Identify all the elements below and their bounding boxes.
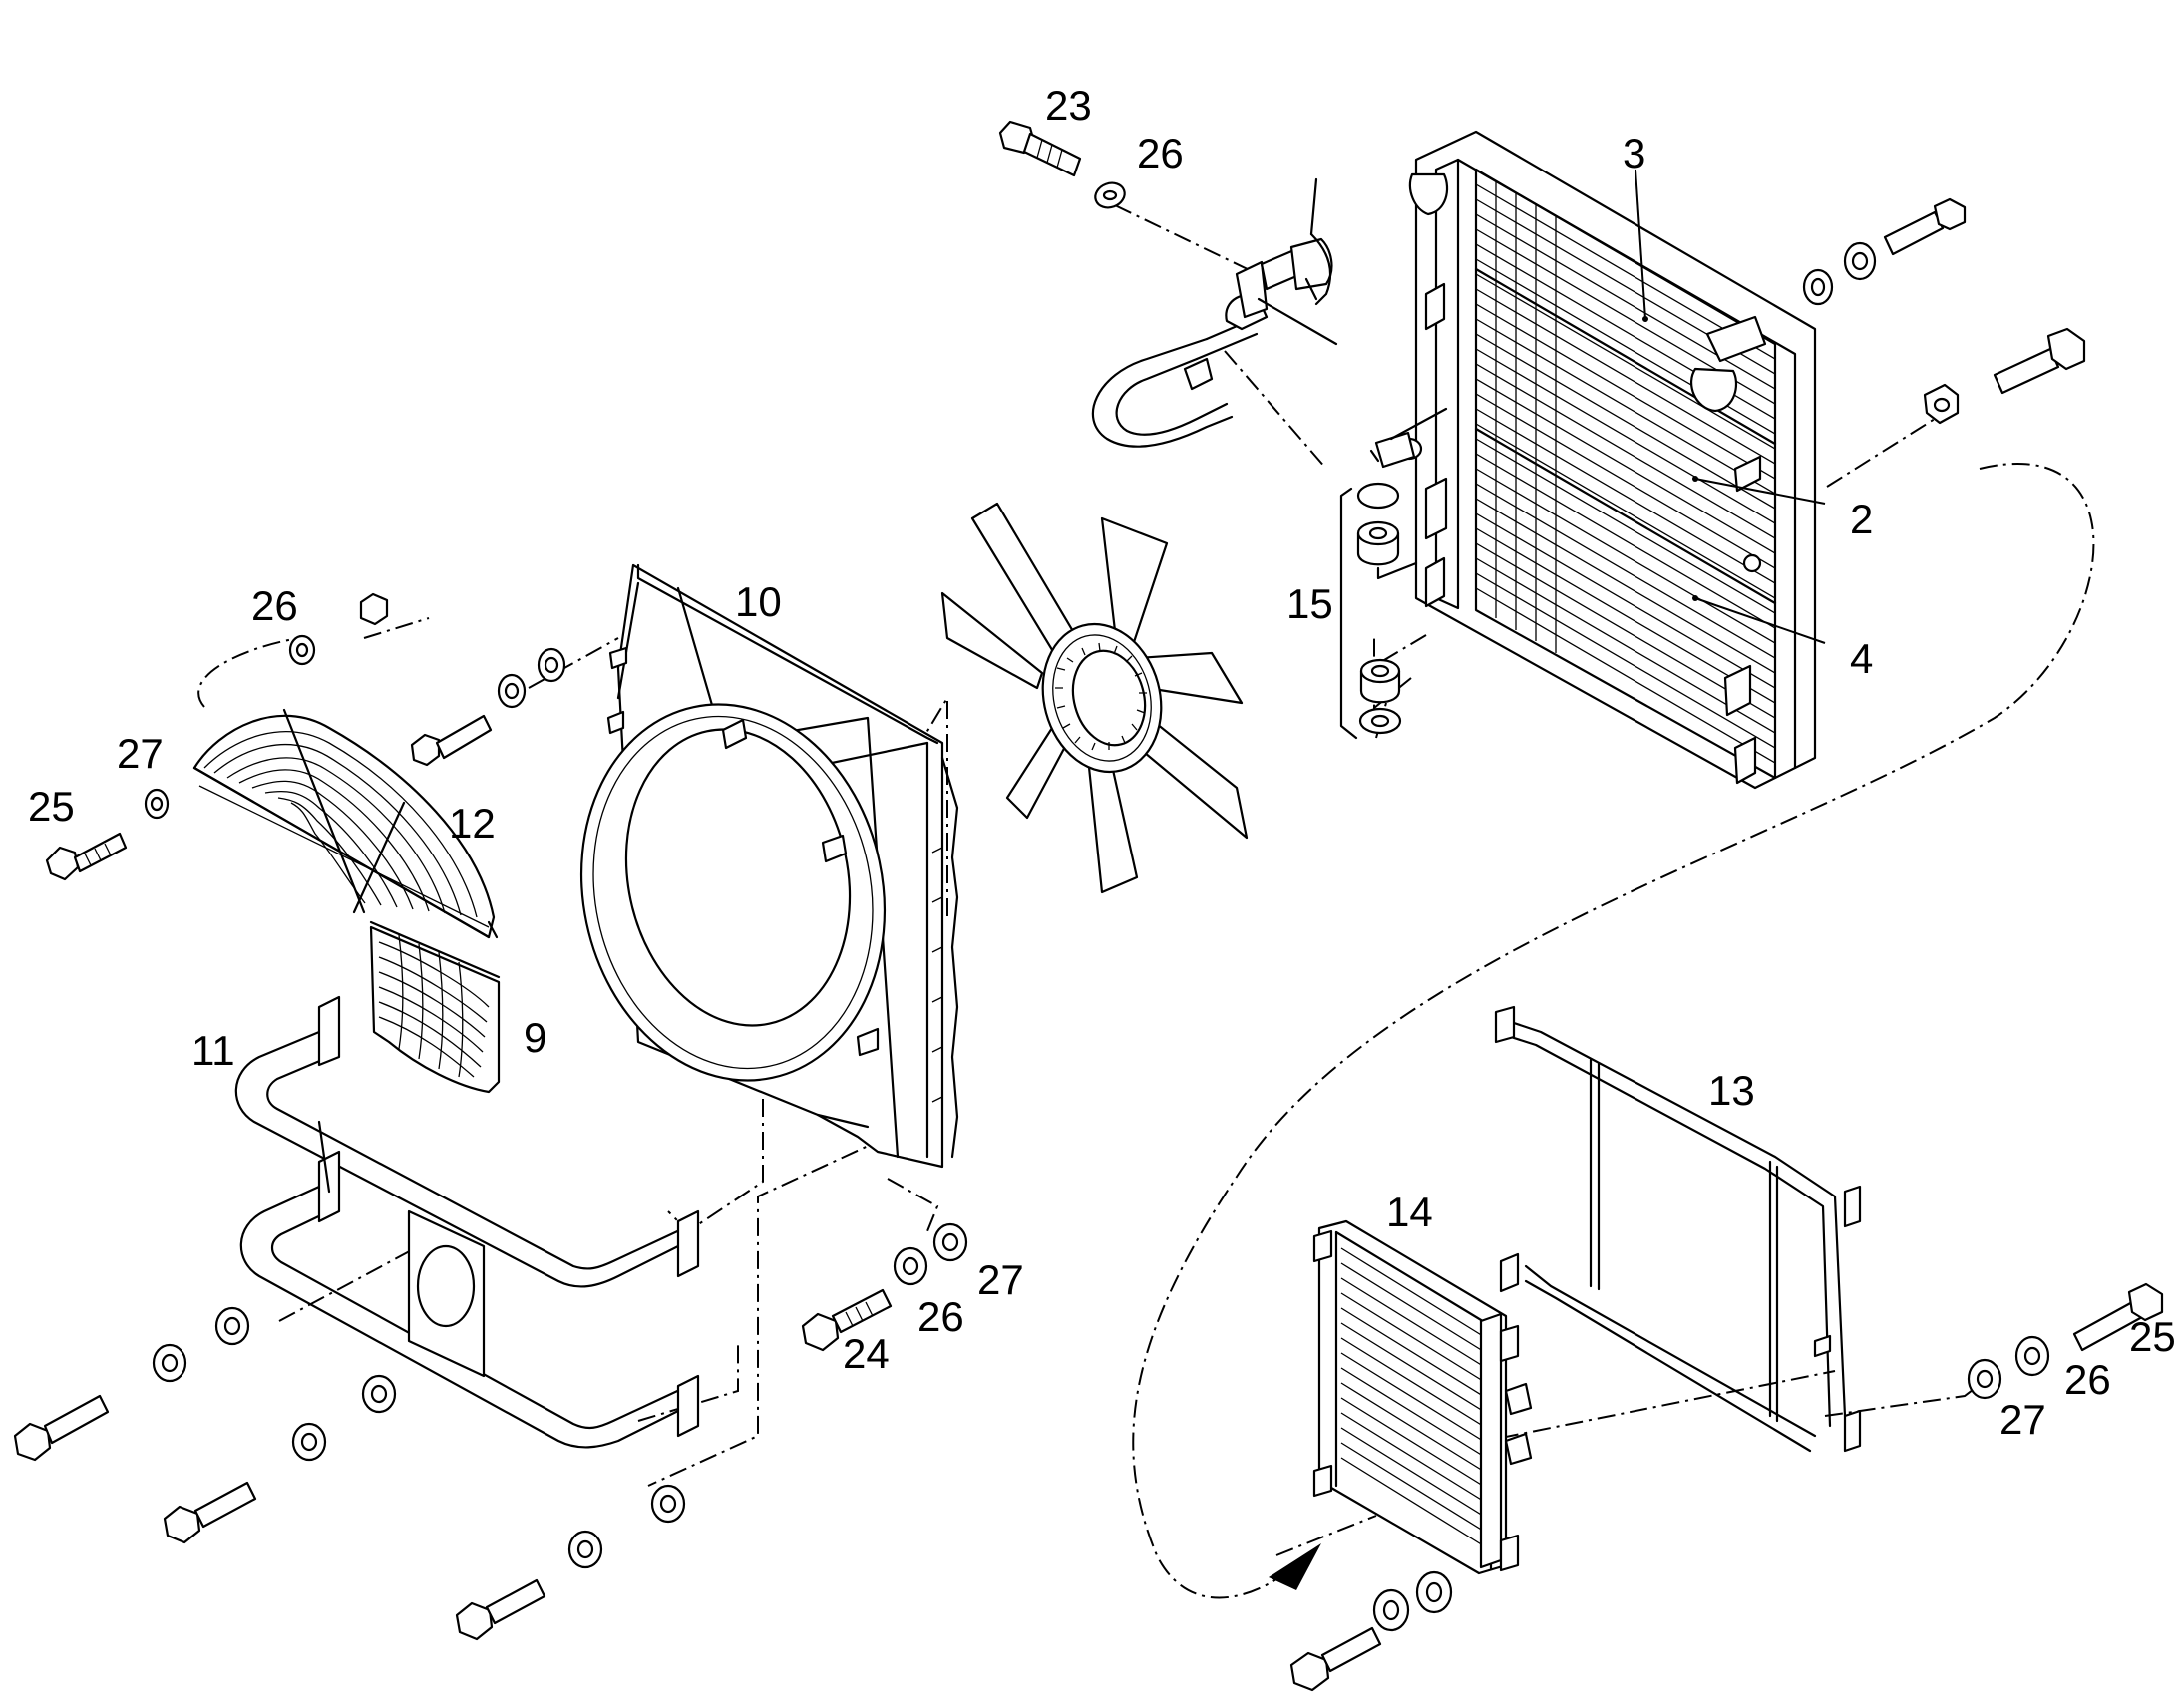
callout-27: 27 xyxy=(1999,1396,2046,1443)
washer-26-top xyxy=(1094,181,1126,209)
callout-4: 4 xyxy=(1850,635,1873,682)
callout-26: 26 xyxy=(1137,130,1184,176)
flow-arrow xyxy=(1269,1543,1321,1590)
hardware-left-top xyxy=(45,592,389,881)
callout-15: 15 xyxy=(1286,580,1333,627)
callout-10: 10 xyxy=(735,578,782,625)
radiator-fins xyxy=(1475,181,1776,764)
hardware-shroud-top xyxy=(410,647,566,767)
hose-assembly xyxy=(1091,177,1338,448)
fan-guard-upper xyxy=(192,708,499,939)
bolts-right-top xyxy=(1802,197,2086,425)
callout-26: 26 xyxy=(917,1293,964,1340)
callout-26: 26 xyxy=(2064,1356,2111,1403)
callout-14: 14 xyxy=(1386,1189,1433,1235)
support-frame xyxy=(234,995,700,1449)
hardware-right-bottom xyxy=(1967,1282,2164,1400)
fan xyxy=(940,502,1249,894)
callout-12: 12 xyxy=(449,800,496,847)
hardware-lower-left xyxy=(13,1306,686,1641)
callout-23: 23 xyxy=(1045,82,1092,129)
radiator xyxy=(1369,130,1817,790)
callout-13: 13 xyxy=(1708,1067,1755,1114)
leader-lines xyxy=(1635,169,1826,644)
callout-11: 11 xyxy=(191,1027,235,1074)
callout-3: 3 xyxy=(1623,130,1645,176)
hardware xyxy=(13,120,2164,1692)
callout-9: 9 xyxy=(524,1014,546,1061)
bolt-23 xyxy=(998,120,1082,177)
callouts: 23 26 3 2 4 15 10 26 27 25 12 9 11 27 26… xyxy=(28,82,2176,1443)
fan-guard-lower xyxy=(369,920,501,1094)
fan-shroud xyxy=(579,563,959,1169)
hardware-oil-cooler xyxy=(1289,1570,1453,1692)
callout-27: 27 xyxy=(117,730,164,777)
rubber-mounts xyxy=(1339,482,1418,740)
callout-26: 26 xyxy=(251,582,298,629)
cooler-frame xyxy=(1494,1005,1862,1453)
callout-2: 2 xyxy=(1850,496,1873,542)
callout-25: 25 xyxy=(2129,1313,2176,1360)
callout-24: 24 xyxy=(843,1330,890,1377)
callout-27: 27 xyxy=(977,1256,1024,1303)
callout-25: 25 xyxy=(28,783,75,830)
hardware-24-26-27 xyxy=(801,1222,968,1352)
oil-cooler xyxy=(1312,1219,1533,1575)
